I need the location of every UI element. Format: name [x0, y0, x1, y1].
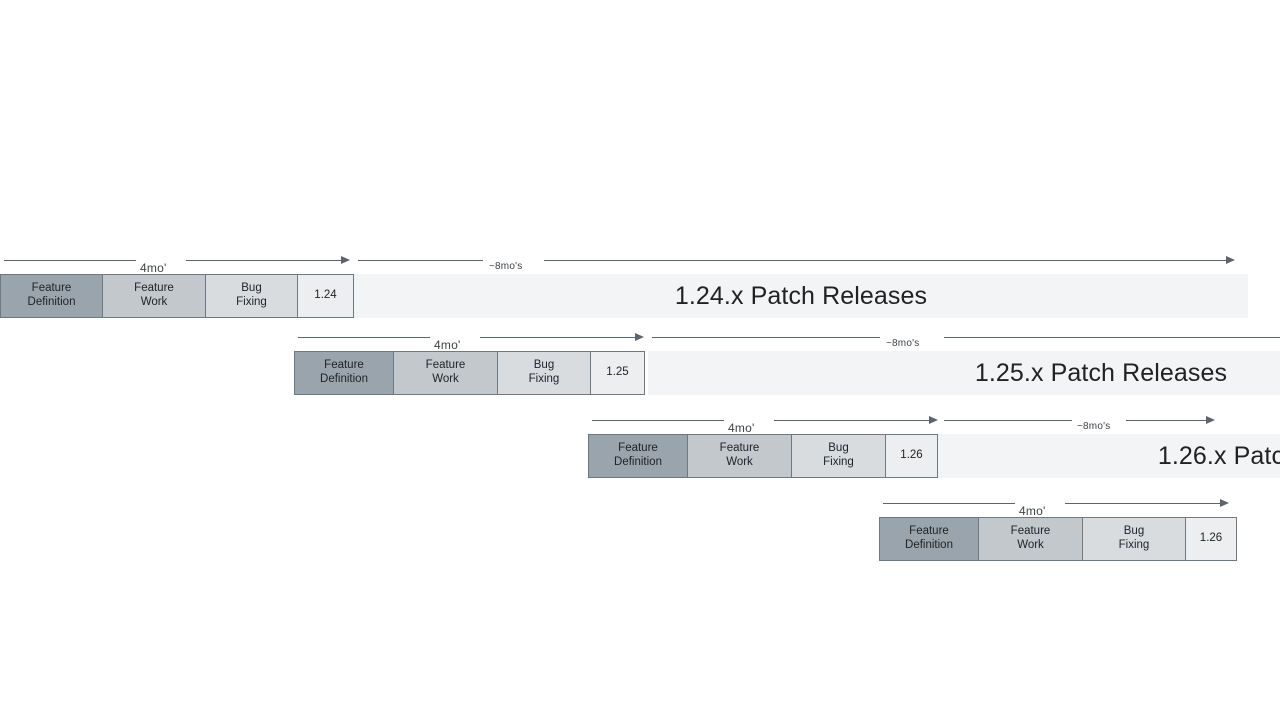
dev-cycle-label: 4mo': [1019, 504, 1046, 518]
phase-label-line-2: Fixing: [528, 373, 560, 385]
phase-feature-work[interactable]: Feature Work: [979, 517, 1083, 561]
phase-label-line-1: Feature: [1010, 525, 1051, 538]
phase-bar-2: Feature Definition Feature Work Bug Fixi…: [294, 351, 645, 395]
patch-window-label: ~8mo's: [886, 338, 920, 349]
version-label: 1.26: [900, 449, 923, 462]
release-row-4: 4mo' Feature Definition Feature Work Bug…: [879, 493, 1280, 613]
phase-label-line-1: Bug: [241, 282, 262, 295]
phase-label-line-2: Definition: [614, 456, 662, 468]
phase-label-line-1: Feature: [134, 282, 174, 295]
phase-feature-definition[interactable]: Feature Definition: [879, 517, 979, 561]
phase-label-line-1: Feature: [719, 442, 760, 455]
phase-feature-definition[interactable]: Feature Definition: [294, 351, 394, 395]
version-box[interactable]: 1.24: [298, 274, 354, 318]
release-row-2: 1.25.x Patch Releases 4mo' ~8mo's Featur…: [294, 327, 1280, 447]
dev-cycle-measure-1: 4mo': [4, 249, 352, 275]
phase-label-line-1: Feature: [324, 359, 364, 372]
phase-label-line-2: Definition: [320, 373, 368, 385]
phase-bug-fixing[interactable]: Bug Fixing: [792, 434, 886, 478]
patch-window-label: ~8mo's: [1077, 421, 1111, 432]
patch-release-band-1: 1.24.x Patch Releases: [354, 274, 1248, 318]
phase-label-line-1: Feature: [618, 442, 658, 455]
patch-window-measure-1: ~8mo's: [358, 249, 1238, 272]
phase-label-line-2: Fixing: [1118, 539, 1150, 551]
version-label: 1.26: [1199, 532, 1223, 545]
phase-label-line-1: Bug: [1123, 525, 1145, 538]
phase-label-line-1: Feature: [425, 359, 466, 372]
phase-feature-work[interactable]: Feature Work: [688, 434, 792, 478]
phase-label-line-2: Work: [432, 373, 459, 385]
release-row-1: 1.24.x Patch Releases 4mo' ~8mo's Featur…: [0, 250, 1280, 370]
phase-bar-1: Feature Definition Feature Work Bug Fixi…: [0, 274, 354, 318]
phase-feature-definition[interactable]: Feature Definition: [588, 434, 688, 478]
phase-label-line-2: Work: [1017, 539, 1044, 551]
phase-label-line-1: Bug: [828, 442, 849, 455]
version-box[interactable]: 1.26: [1186, 517, 1237, 561]
phase-feature-work[interactable]: Feature Work: [394, 351, 498, 395]
dev-cycle-label: 4mo': [140, 261, 167, 275]
phase-label-line-2: Fixing: [823, 456, 854, 468]
phase-label-line-1: Bug: [533, 359, 555, 372]
phase-label-line-1: Feature: [31, 282, 72, 295]
patch-release-band-3: 1.26.x Patch Releases: [938, 434, 1280, 478]
release-row-3: 1.26.x Patch Releases 4mo' ~8mo's Featur…: [588, 410, 1280, 530]
patch-window-measure-3: ~8mo's: [944, 409, 1280, 432]
phase-bug-fixing[interactable]: Bug Fixing: [498, 351, 591, 395]
version-box[interactable]: 1.26: [886, 434, 938, 478]
phase-bar-3: Feature Definition Feature Work Bug Fixi…: [588, 434, 938, 478]
phase-label-line-2: Definition: [27, 296, 76, 308]
phase-bar-4: Feature Definition Feature Work Bug Fixi…: [879, 517, 1237, 561]
version-label: 1.24: [314, 289, 337, 302]
phase-bug-fixing[interactable]: Bug Fixing: [1083, 517, 1186, 561]
version-label: 1.25: [606, 366, 629, 379]
patch-release-label: 1.25.x Patch Releases: [974, 358, 1228, 387]
phase-feature-definition[interactable]: Feature Definition: [0, 274, 103, 318]
dev-cycle-label: 4mo': [434, 338, 461, 352]
patch-release-label: 1.26.x Patch Releases: [1157, 441, 1280, 470]
dev-cycle-measure-3: 4mo': [592, 409, 940, 435]
phase-label-line-1: Feature: [909, 525, 949, 538]
phase-label-line-2: Fixing: [236, 296, 267, 308]
patch-window-measure-2: ~8mo's: [652, 326, 1280, 349]
phase-feature-work[interactable]: Feature Work: [103, 274, 206, 318]
dev-cycle-measure-2: 4mo': [298, 326, 646, 352]
patch-window-label: ~8mo's: [489, 261, 523, 272]
patch-release-label: 1.24.x Patch Releases: [674, 281, 928, 310]
phase-label-line-2: Work: [726, 456, 753, 468]
version-box[interactable]: 1.25: [591, 351, 645, 395]
phase-label-line-2: Work: [140, 296, 168, 308]
dev-cycle-label: 4mo': [728, 421, 755, 435]
phase-label-line-2: Definition: [905, 539, 953, 551]
dev-cycle-measure-4: 4mo': [883, 492, 1231, 518]
phase-bug-fixing[interactable]: Bug Fixing: [206, 274, 298, 318]
patch-release-band-2: 1.25.x Patch Releases: [648, 351, 1280, 395]
